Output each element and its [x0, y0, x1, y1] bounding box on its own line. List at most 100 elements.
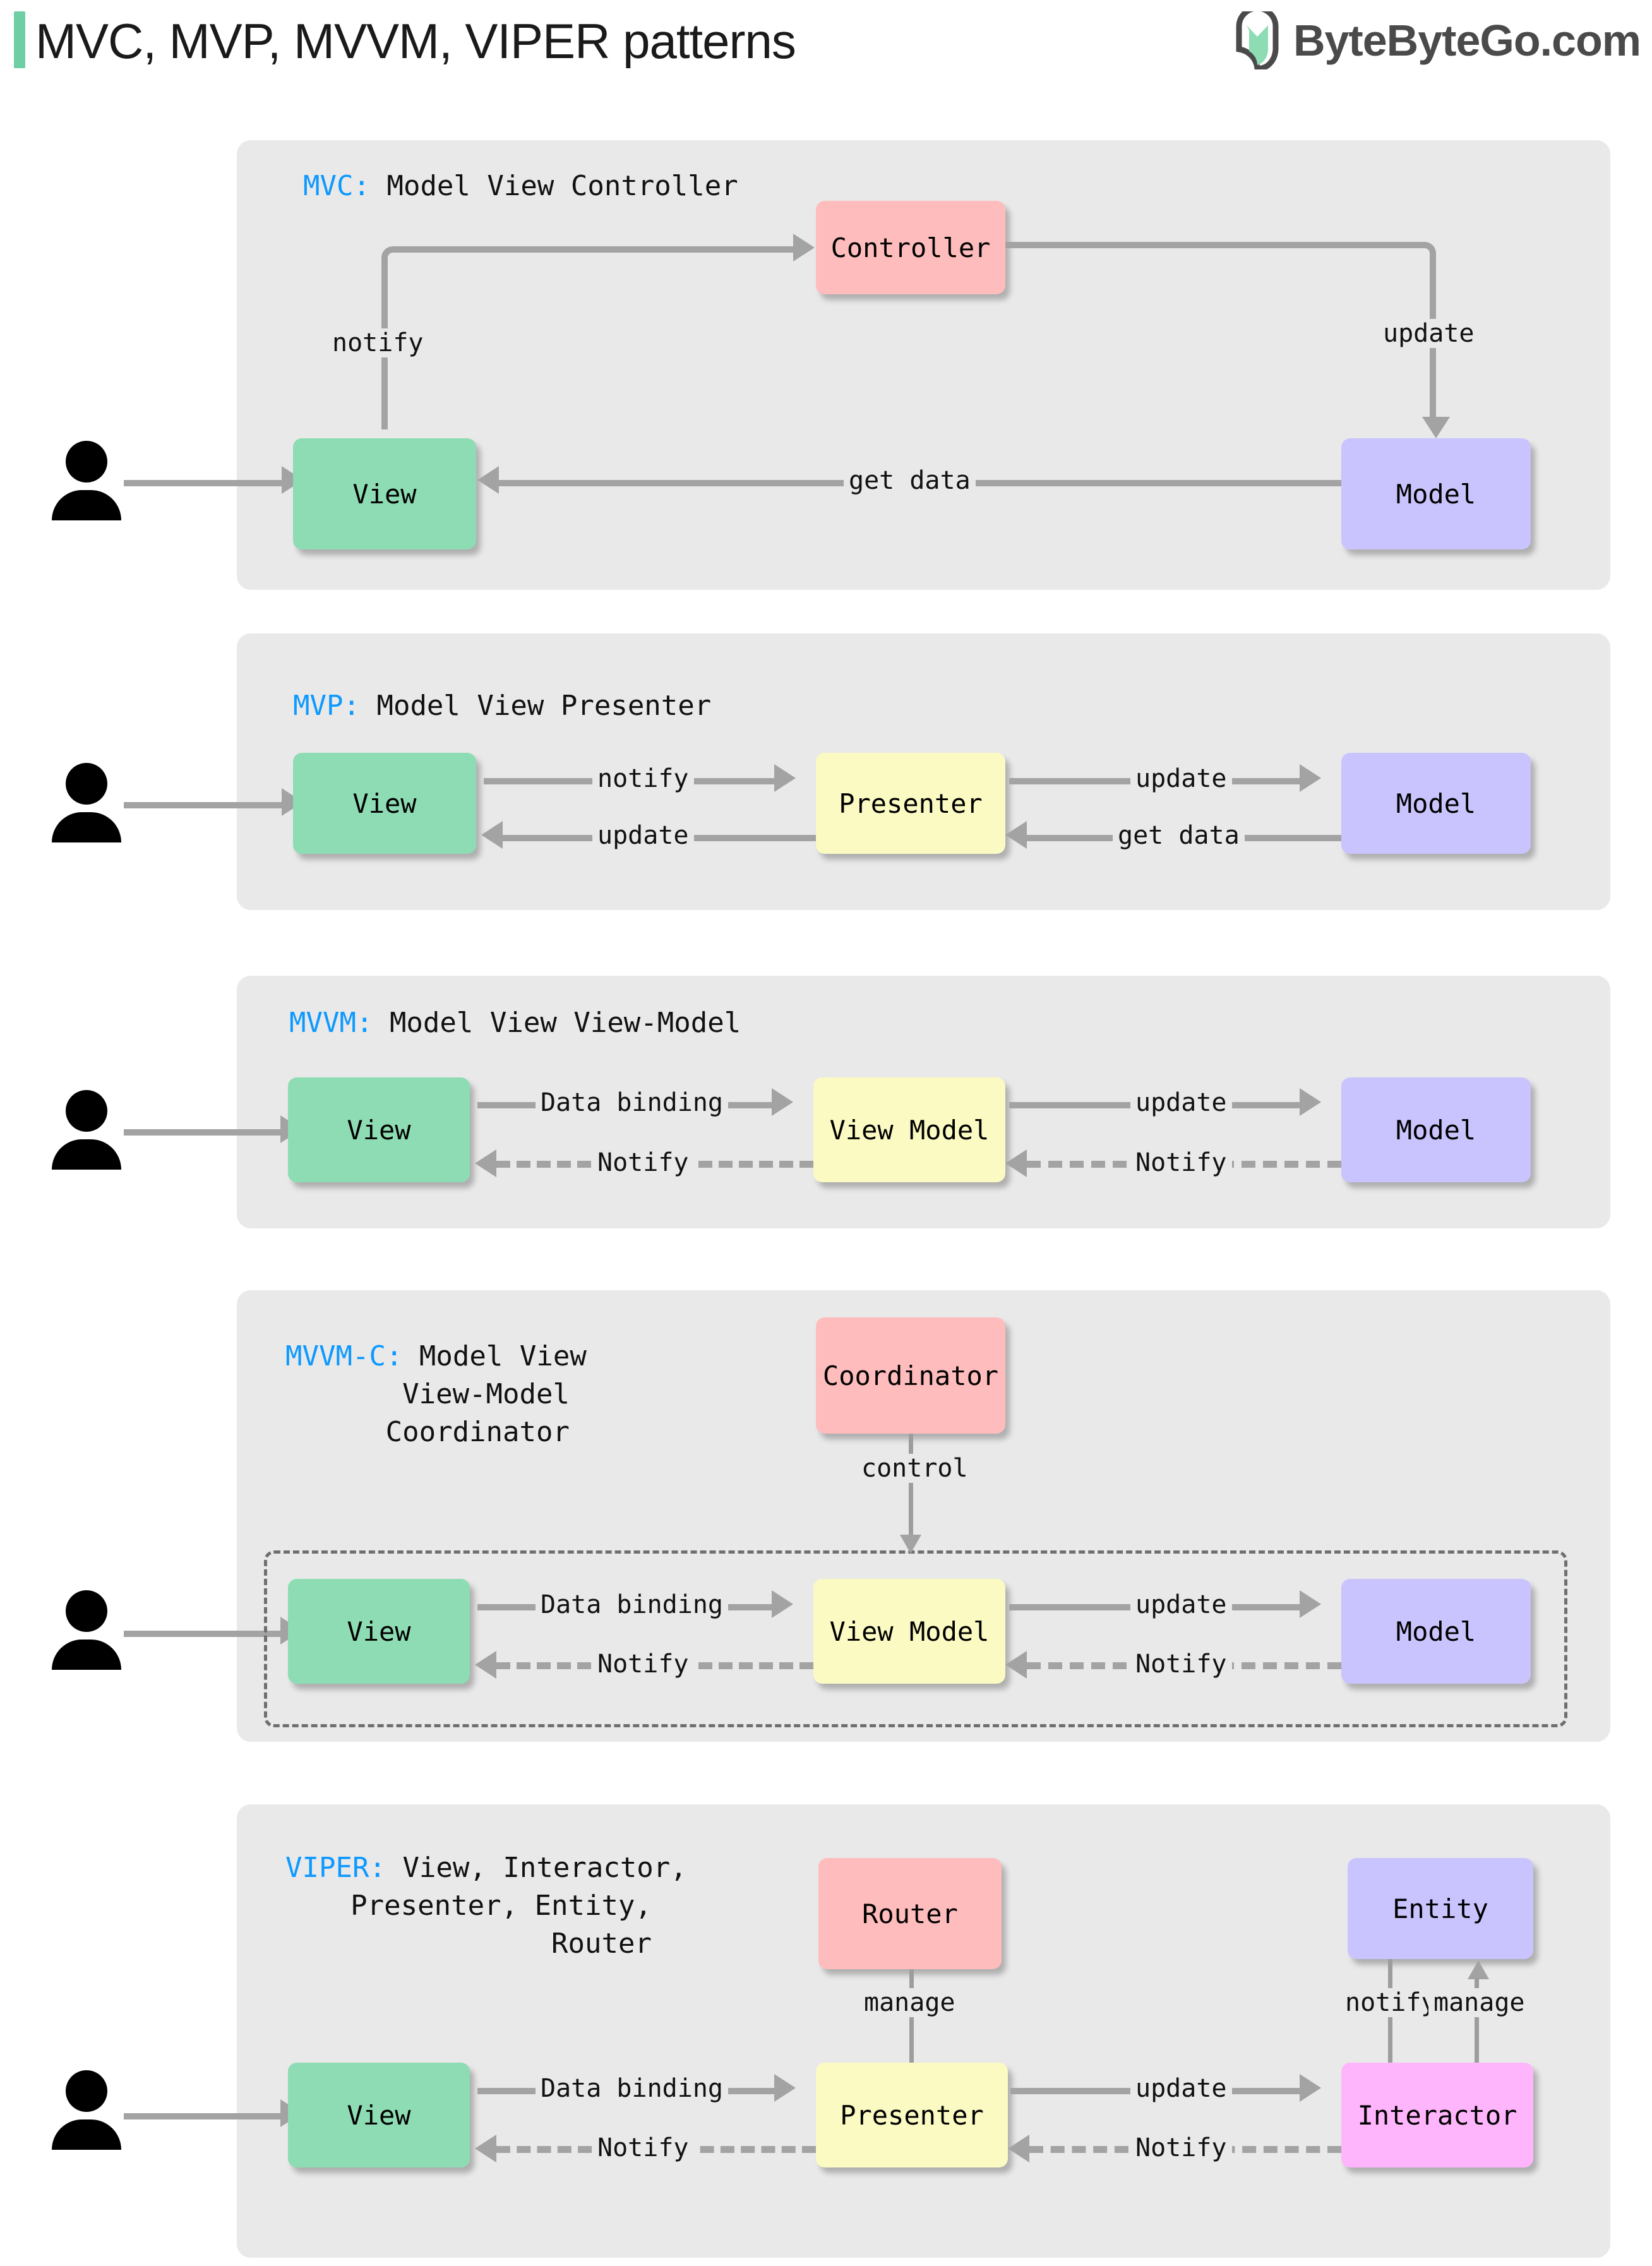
- page-header: MVC, MVP, MVVM, VIPER patterns ByteByteG…: [0, 0, 1652, 95]
- edge-label-notify-mvp: notify: [592, 764, 694, 793]
- section-title-mvvmc-l1: Model View: [402, 1340, 587, 1372]
- node-view-viper[interactable]: View: [288, 2063, 470, 2167]
- user-to-view-line-viper: [124, 2113, 280, 2119]
- avatar-head: [66, 763, 107, 805]
- presenter-to-view-arrow-mvp: [481, 821, 503, 849]
- brand-logo: ByteByteGo.com: [1234, 5, 1641, 71]
- edge-label-data-binding-mvvm: Data binding: [536, 1088, 728, 1117]
- user-avatar-mvc: [52, 436, 121, 520]
- section-code-mvp: MVP:: [293, 690, 360, 722]
- edge-label-get-data-mvp: get data: [1113, 821, 1245, 850]
- view-to-presenter-arrow-viper: [774, 2074, 796, 2102]
- edge-label-update-mvvm: update: [1130, 1088, 1232, 1117]
- model-to-presenter-arrow-mvp: [1005, 821, 1027, 849]
- node-model-mvc[interactable]: Model: [1341, 438, 1531, 549]
- node-model-mvvm[interactable]: Model: [1341, 1077, 1531, 1182]
- user-to-view-line-mvvmc: [124, 1631, 280, 1637]
- interactor-to-presenter-arrow-viper: [1008, 2135, 1029, 2162]
- viewmodel-to-model-arrow-mvvmc: [1300, 1590, 1321, 1618]
- user-avatar-viper: [52, 2065, 121, 2150]
- node-view-mvvmc[interactable]: View: [288, 1579, 470, 1684]
- section-code-mvc: MVC:: [303, 170, 370, 202]
- section-title-mvp: Model View Presenter: [359, 690, 712, 722]
- edge-label-notify-mvc: notify: [327, 328, 429, 357]
- section-label-viper: VIPER: View, Interactor, Presenter, Entit…: [285, 1849, 687, 1963]
- node-interactor-viper[interactable]: Interactor: [1341, 2063, 1533, 2167]
- section-label-mvp: MVP: Model View Presenter: [293, 687, 711, 725]
- edge-label-notify-right-mvvmc: Notify: [1130, 1650, 1232, 1679]
- edge-label-update-right-mvp: update: [1130, 764, 1232, 793]
- node-model-mvp[interactable]: Model: [1341, 753, 1531, 854]
- controller-to-model-arrow-mvc: [1422, 417, 1450, 438]
- view-to-viewmodel-arrow-mvvmc: [772, 1590, 793, 1618]
- viewmodel-to-view-arrow-mvvm: [475, 1149, 496, 1177]
- title-accent-bar: [14, 11, 25, 68]
- user-to-view-line-mvvm: [124, 1129, 280, 1136]
- presenter-to-model-arrow-mvp: [1300, 764, 1321, 792]
- avatar-head: [66, 441, 107, 483]
- avatar-body: [52, 1139, 121, 1170]
- bytebytego-leaf-logo-icon: [1234, 5, 1281, 71]
- section-title-viper-l3: Router: [551, 1927, 652, 1960]
- presenter-to-interactor-arrow-viper: [1300, 2074, 1321, 2102]
- model-to-viewmodel-arrow-mvvm: [1005, 1149, 1027, 1177]
- edge-label-notify-entity-viper: notify: [1340, 1988, 1442, 2017]
- model-to-view-arrow-mvc: [477, 466, 499, 494]
- section-title-mvvm: Model View View-Model: [373, 1007, 741, 1039]
- view-to-controller-elbow-mvc: [381, 246, 798, 429]
- edge-label-data-binding-mvvmc: Data binding: [536, 1590, 728, 1619]
- edge-label-control-mvvmc: control: [856, 1454, 973, 1483]
- section-title-mvvmc-l3: Coordinator: [385, 1416, 570, 1448]
- node-router-viper[interactable]: Router: [818, 1858, 1002, 1969]
- avatar-body: [52, 812, 121, 842]
- node-presenter-viper[interactable]: Presenter: [816, 2063, 1008, 2167]
- coordinator-to-viewmodel-line2: [909, 1496, 913, 1537]
- interactor-to-entity-arrow: [1468, 1960, 1489, 1979]
- edge-label-update-left-mvp: update: [592, 821, 694, 850]
- edge-label-data-binding-viper: Data binding: [536, 2074, 728, 2103]
- node-view-model-mvvm[interactable]: View Model: [813, 1077, 1005, 1182]
- model-to-viewmodel-arrow-mvvmc: [1005, 1651, 1027, 1679]
- edge-label-notify-left-viper: Notify: [592, 2133, 694, 2162]
- node-coordinator-mvvmc[interactable]: Coordinator: [816, 1317, 1005, 1434]
- viewmodel-to-model-arrow-mvvm: [1300, 1088, 1321, 1116]
- edge-label-notify-left-mvvm: Notify: [592, 1148, 694, 1177]
- section-title-viper-l1: View, Interactor,: [385, 1852, 687, 1884]
- section-code-mvvmc: MVVM-C:: [285, 1340, 403, 1372]
- section-title-mvc: Model View Controller: [369, 170, 738, 202]
- node-entity-viper[interactable]: Entity: [1348, 1858, 1533, 1959]
- section-label-mvvm: MVVM: Model View View-Model: [289, 1004, 741, 1042]
- edge-label-notify-right-viper: Notify: [1130, 2133, 1232, 2162]
- node-view-mvvm[interactable]: View: [288, 1077, 470, 1182]
- node-controller-mvc[interactable]: Controller: [816, 201, 1005, 294]
- section-code-viper: VIPER:: [285, 1852, 386, 1884]
- user-avatar-mvvmc: [52, 1585, 121, 1670]
- node-presenter-mvp[interactable]: Presenter: [816, 753, 1005, 854]
- section-title-viper-l2: Presenter, Entity,: [350, 1890, 652, 1922]
- edge-label-update-mvc: update: [1378, 319, 1480, 348]
- avatar-head: [66, 1590, 107, 1632]
- user-to-view-line-mvc: [124, 480, 282, 486]
- node-view-mvp[interactable]: View: [293, 753, 476, 854]
- viewmodel-to-view-arrow-mvvmc: [475, 1651, 496, 1679]
- view-to-controller-arrow-mvc: [793, 234, 815, 261]
- coordinator-to-viewmodel-arrow: [900, 1535, 921, 1554]
- node-view-model-mvvmc[interactable]: View Model: [813, 1579, 1005, 1684]
- user-avatar-mvp: [52, 758, 121, 842]
- edge-label-notify-right-mvvm: Notify: [1130, 1148, 1232, 1177]
- avatar-body: [52, 2119, 121, 2150]
- node-view-mvc[interactable]: View: [293, 438, 476, 549]
- user-avatar-mvvm: [52, 1085, 121, 1170]
- edge-label-get-data-mvc: get data: [844, 466, 976, 495]
- node-model-mvvmc[interactable]: Model: [1341, 1579, 1531, 1684]
- controller-to-model-elbow-mvc: [1005, 242, 1436, 422]
- edge-label-update-mvvmc: update: [1130, 1590, 1232, 1619]
- avatar-head: [66, 1090, 107, 1132]
- avatar-body: [52, 490, 121, 520]
- brand-text: ByteByteGo.com: [1293, 16, 1641, 65]
- page-title: MVC, MVP, MVVM, VIPER patterns: [35, 13, 796, 69]
- edge-label-notify-left-mvvmc: Notify: [592, 1650, 694, 1679]
- edge-label-manage-entity-viper: manage: [1428, 1988, 1530, 2017]
- router-to-presenter-line2: [909, 2031, 914, 2070]
